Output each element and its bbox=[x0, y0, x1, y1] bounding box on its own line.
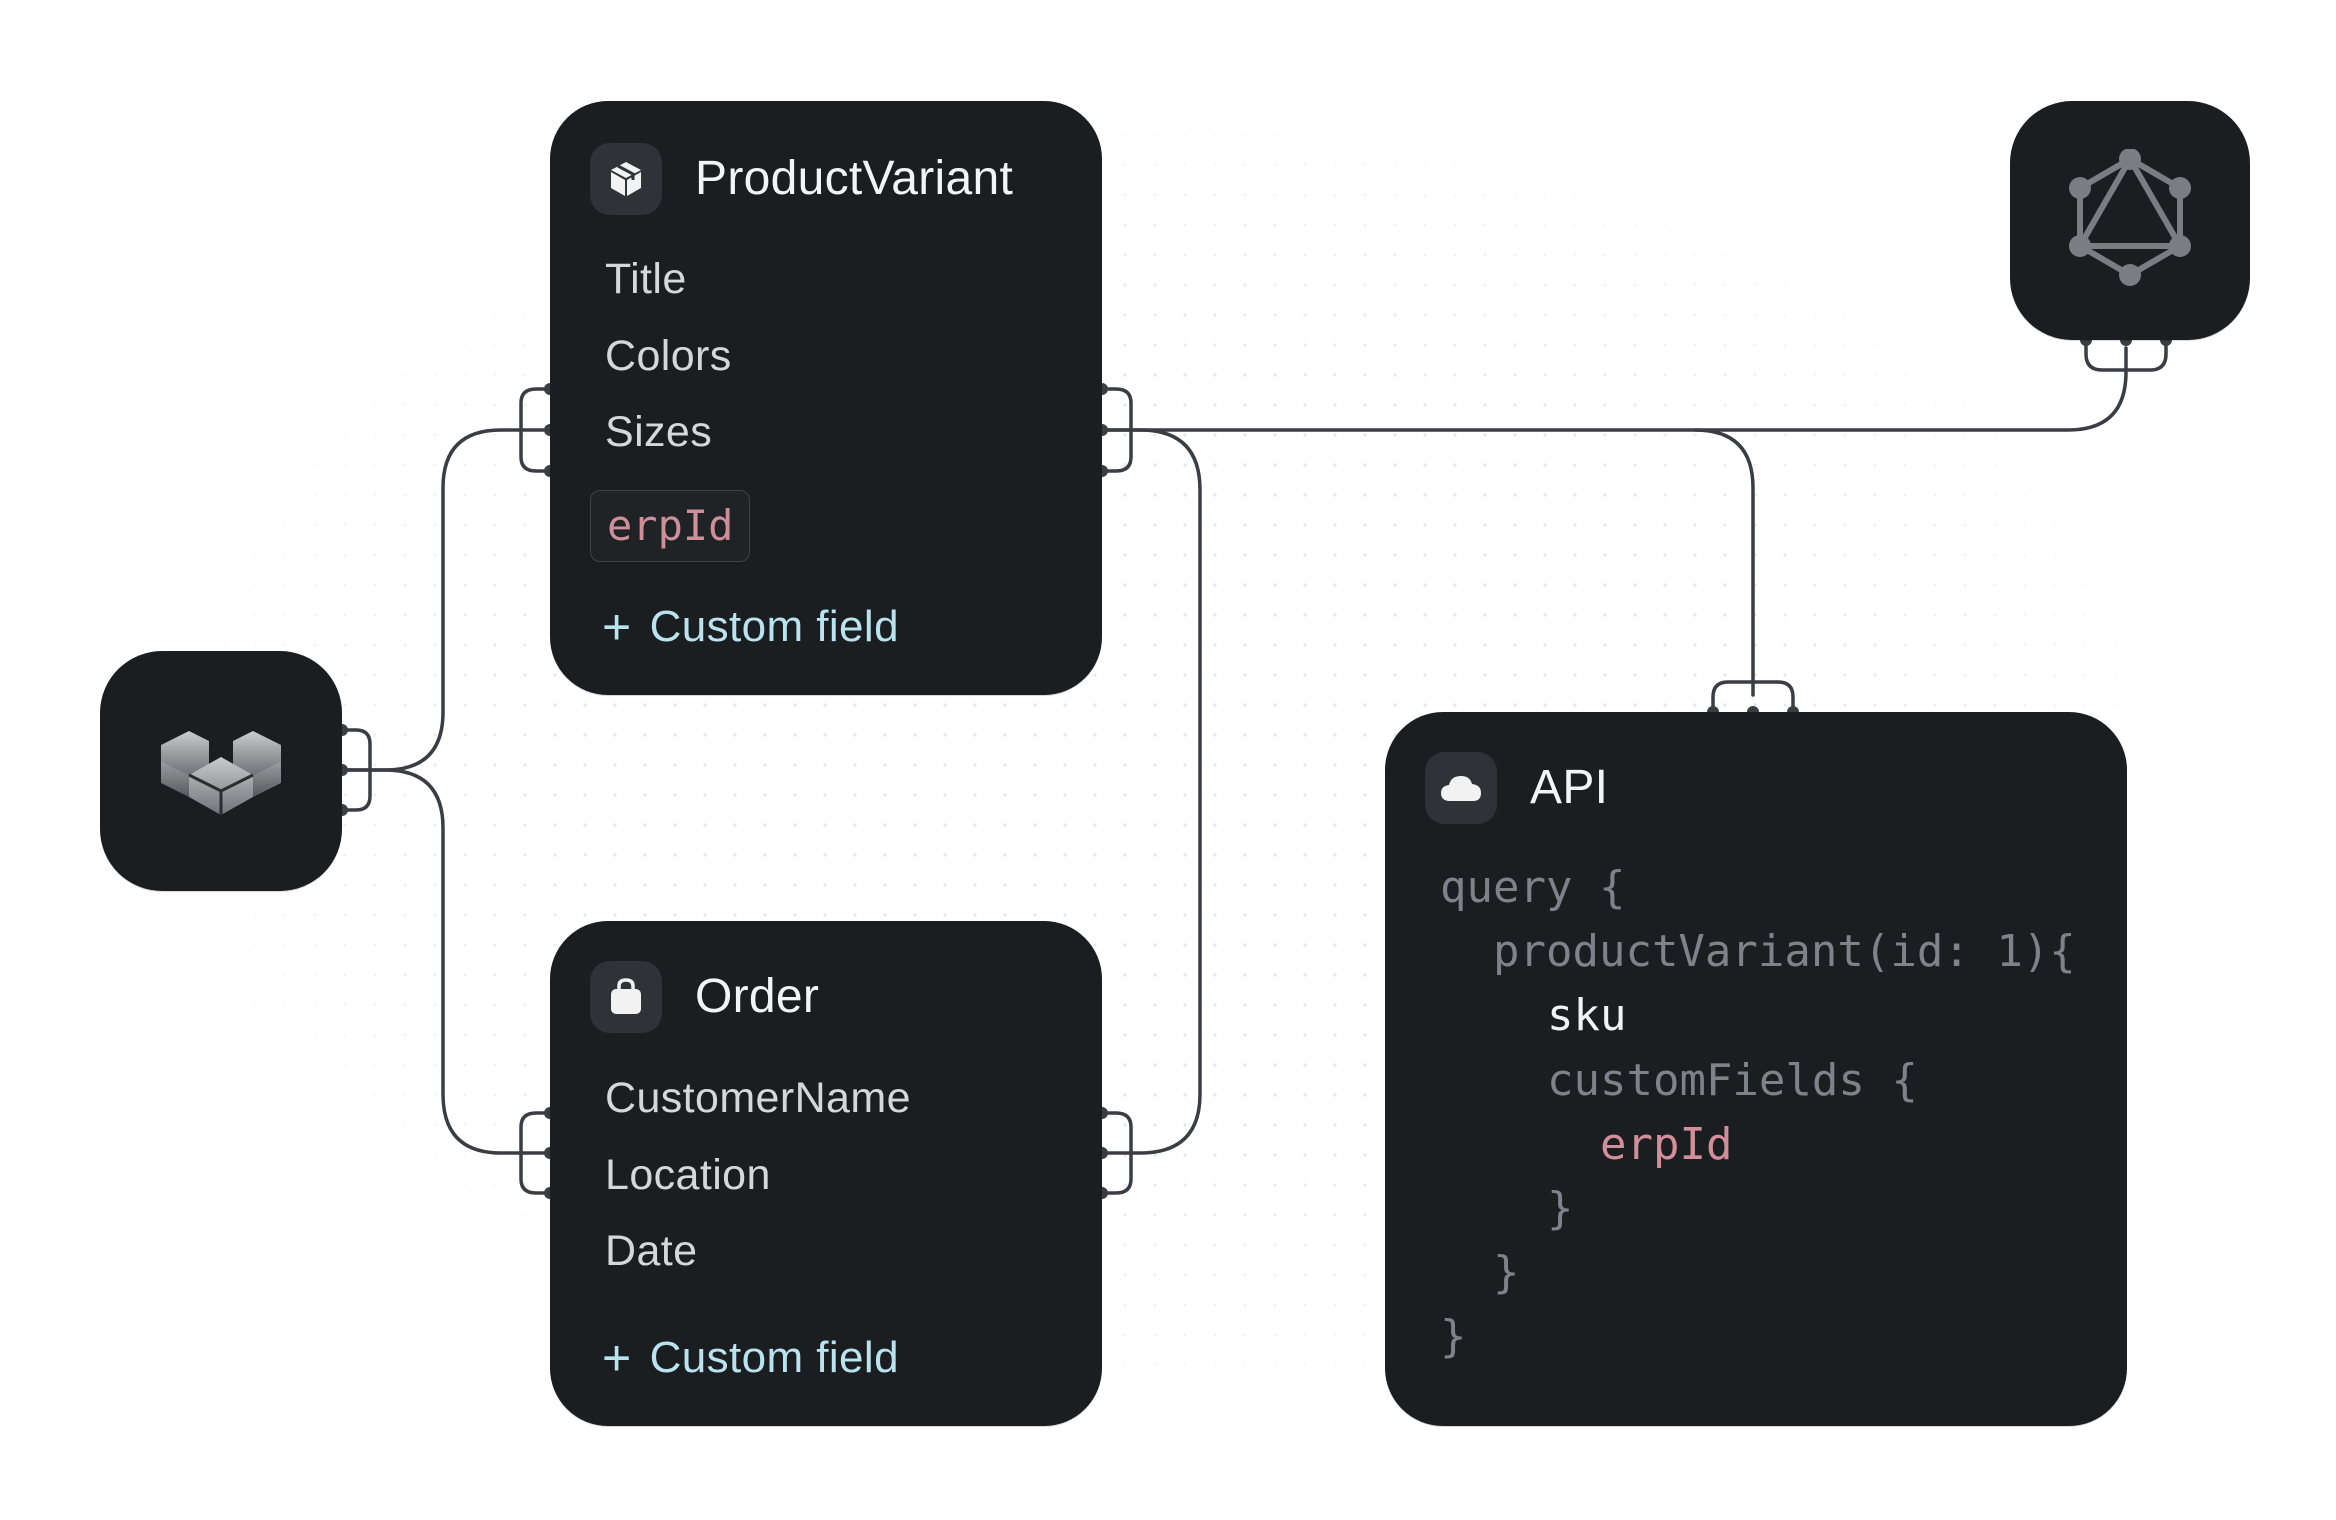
wire-source-to-productvariant bbox=[340, 428, 550, 772]
code-line: query { bbox=[1440, 862, 1626, 913]
add-custom-field-button[interactable]: + Custom field bbox=[602, 602, 899, 652]
add-custom-field-label: Custom field bbox=[649, 1333, 899, 1382]
source-node[interactable] bbox=[100, 651, 342, 891]
wire-productvariant-to-order bbox=[1102, 428, 1202, 1155]
plus-icon: + bbox=[602, 599, 632, 655]
wire-productvariant-to-graphql bbox=[1102, 346, 2128, 432]
port-productvariant-left bbox=[519, 387, 550, 473]
api-title: API bbox=[1530, 761, 1609, 814]
code-line: sku bbox=[1547, 990, 1627, 1041]
order-title: Order bbox=[695, 970, 820, 1023]
wire-productvariant-to-api bbox=[1693, 428, 1755, 697]
field-location[interactable]: Location bbox=[605, 1151, 771, 1199]
port-api-top bbox=[1711, 680, 1795, 712]
productvariant-card[interactable]: ProductVariant Title Colors Sizes erpId … bbox=[550, 101, 1102, 695]
order-card[interactable]: Order CustomerName Location Date + Custo… bbox=[550, 921, 1102, 1426]
cloud-icon bbox=[1425, 752, 1497, 824]
graphql-node[interactable] bbox=[2010, 101, 2250, 340]
code-line: } bbox=[1440, 1311, 1467, 1362]
add-custom-field-button[interactable]: + Custom field bbox=[602, 1333, 899, 1383]
code-line: erpId bbox=[1600, 1119, 1733, 1170]
port-productvariant-right bbox=[1102, 387, 1133, 473]
field-sizes[interactable]: Sizes bbox=[605, 408, 713, 456]
port-order-right bbox=[1102, 1111, 1133, 1195]
productvariant-title: ProductVariant bbox=[695, 152, 1014, 205]
field-colors[interactable]: Colors bbox=[605, 332, 732, 380]
code-line: customFields { bbox=[1547, 1055, 1918, 1106]
field-erpid-highlighted[interactable]: erpId bbox=[590, 490, 751, 562]
port-graphql-bottom bbox=[2084, 340, 2168, 372]
box-icon bbox=[590, 143, 662, 215]
code-line: } bbox=[1547, 1183, 1574, 1234]
field-date[interactable]: Date bbox=[605, 1227, 698, 1275]
graphql-icon bbox=[2069, 149, 2191, 286]
wire-source-to-order bbox=[340, 768, 550, 1155]
field-customername[interactable]: CustomerName bbox=[605, 1074, 911, 1122]
port-source-right bbox=[342, 728, 372, 812]
code-line: productVariant(id: 1){ bbox=[1493, 926, 2076, 977]
field-title[interactable]: Title bbox=[605, 255, 687, 303]
add-custom-field-label: Custom field bbox=[649, 602, 899, 651]
port-order-left bbox=[519, 1111, 550, 1195]
api-card[interactable]: API query { productVariant(id: 1){ sku c… bbox=[1385, 712, 2127, 1426]
plus-icon: + bbox=[602, 1330, 632, 1386]
code-line: } bbox=[1493, 1247, 1520, 1298]
shopping-bag-icon bbox=[590, 961, 662, 1033]
cube-stack-icon bbox=[161, 731, 281, 815]
